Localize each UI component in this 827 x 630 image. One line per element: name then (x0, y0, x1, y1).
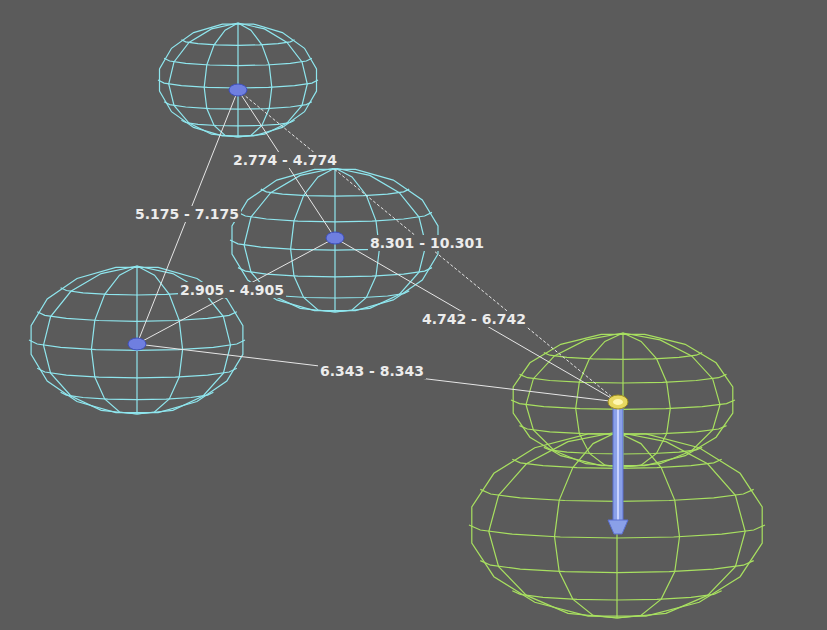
distance-lines (137, 90, 618, 402)
wireframe-stroke (169, 23, 238, 137)
wireframe-stroke (204, 23, 238, 137)
joint-dot (229, 84, 247, 96)
distance-label: 5.175 - 7.175 (133, 206, 241, 222)
distance-label: 2.905 - 4.905 (178, 282, 286, 298)
distance-label: 6.343 - 8.343 (318, 363, 426, 379)
wireframe-stroke (623, 333, 670, 467)
wireframe-stroke (44, 266, 138, 414)
wireframe-stroke (237, 23, 238, 137)
distance-line (238, 90, 618, 402)
distance-label: 8.301 - 10.301 (368, 235, 486, 251)
wireframe-stroke (617, 432, 745, 618)
bone (608, 404, 628, 534)
wireframe-stroke (555, 432, 618, 618)
distance-label: 4.742 - 6.742 (420, 311, 528, 327)
joint-dot (128, 338, 146, 350)
ellipsoid-wireframes (29, 23, 765, 618)
distance-line (137, 238, 335, 344)
distance-line (137, 344, 618, 402)
wireframe-stroke (623, 333, 720, 467)
bone-shaft (613, 404, 623, 522)
bone-highlight (617, 404, 619, 522)
bone-tip (608, 520, 628, 534)
distance-label: 2.774 - 4.774 (231, 152, 339, 168)
wireframe-stroke (238, 23, 307, 137)
wireframe-stroke (238, 23, 272, 137)
joint-dot (326, 232, 344, 244)
joint-markers (128, 84, 628, 409)
selected-joint (608, 395, 628, 409)
selected-joint-core (613, 399, 623, 405)
